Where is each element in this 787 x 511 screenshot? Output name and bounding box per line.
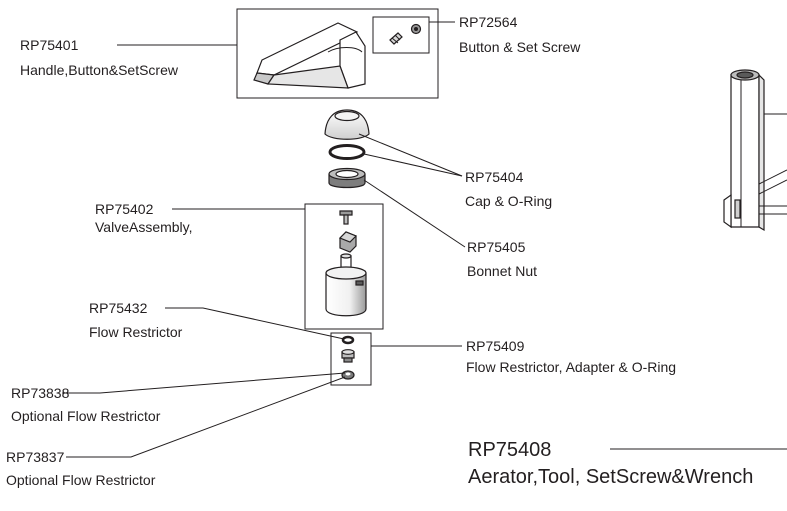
handle-lever-part: [253, 22, 366, 89]
part-description: Aerator,Tool, SetScrew&Wrench: [468, 466, 753, 488]
label-rp75409: RP75409 Flow Restrictor, Adapter & O-Rin…: [466, 338, 676, 375]
part-code: RP75405: [467, 239, 526, 255]
button-part: [410, 23, 422, 35]
part-description: Optional Flow Restrictor: [6, 472, 156, 488]
part-description: Bonnet Nut: [467, 263, 537, 279]
part-code: RP73837: [6, 449, 65, 465]
bonnet-nut-part: [328, 167, 366, 189]
cap-part: [324, 109, 370, 140]
handle-group-box: [236, 8, 439, 99]
flow-restrictor-o-ring-part: [341, 335, 355, 345]
label-rp75405: RP75405 Bonnet Nut: [467, 239, 537, 279]
flow-restrictor-adapter-part: [341, 349, 355, 363]
part-description: Flow Restrictor, Adapter & O-Ring: [466, 359, 676, 375]
part-code: RP75408: [468, 439, 551, 461]
leader-rp75405: [363, 179, 466, 248]
part-description: ValveAssembly,: [95, 219, 193, 235]
part-description: Cap & O-Ring: [465, 193, 552, 209]
leader-rp73838: [62, 372, 346, 394]
part-code: RP72564: [459, 14, 518, 30]
part-description: Optional Flow Restrictor: [11, 408, 161, 424]
valve-stem-cap-part: [338, 231, 358, 253]
part-code: RP75404: [465, 169, 524, 185]
label-rp75404: RP75404 Cap & O-Ring: [465, 169, 552, 209]
part-code: RP73838: [11, 385, 70, 401]
valve-assembly-box: [304, 203, 384, 330]
valve-screw-part: [339, 210, 353, 225]
label-rp72564: RP72564 Button & Set Screw: [459, 14, 581, 55]
leader-rp75404-oring: [363, 153, 463, 177]
label-rp75408: RP75408 Aerator,Tool, SetScrew&Wrench: [468, 439, 753, 488]
valve-cartridge-part: [325, 253, 367, 317]
leader-lines: [62, 21, 787, 458]
set-screw-part: [389, 32, 403, 45]
label-rp75401: RP75401 Handle,Button&SetScrew: [20, 37, 179, 78]
part-code: RP75432: [89, 300, 148, 316]
part-description: Handle,Button&SetScrew: [20, 62, 179, 78]
part-code: RP75409: [466, 338, 525, 354]
part-code: RP75401: [20, 37, 79, 53]
part-code: RP75402: [95, 201, 154, 217]
label-rp73838: RP73838 Optional Flow Restrictor: [11, 385, 161, 424]
leader-rp75404-cap: [358, 133, 463, 177]
leader-rp75432: [165, 307, 345, 340]
part-description: Flow Restrictor: [89, 324, 183, 340]
label-rp75432: RP75432 Flow Restrictor: [89, 300, 183, 340]
aerator-tool-part: [723, 69, 787, 232]
flow-restrictor-box: [330, 332, 372, 386]
leader-rp73837: [66, 376, 346, 458]
part-description: Button & Set Screw: [459, 39, 581, 55]
o-ring-part: [328, 144, 366, 160]
label-rp75402: RP75402 ValveAssembly,: [95, 201, 193, 235]
label-rp73837: RP73837 Optional Flow Restrictor: [6, 449, 156, 488]
